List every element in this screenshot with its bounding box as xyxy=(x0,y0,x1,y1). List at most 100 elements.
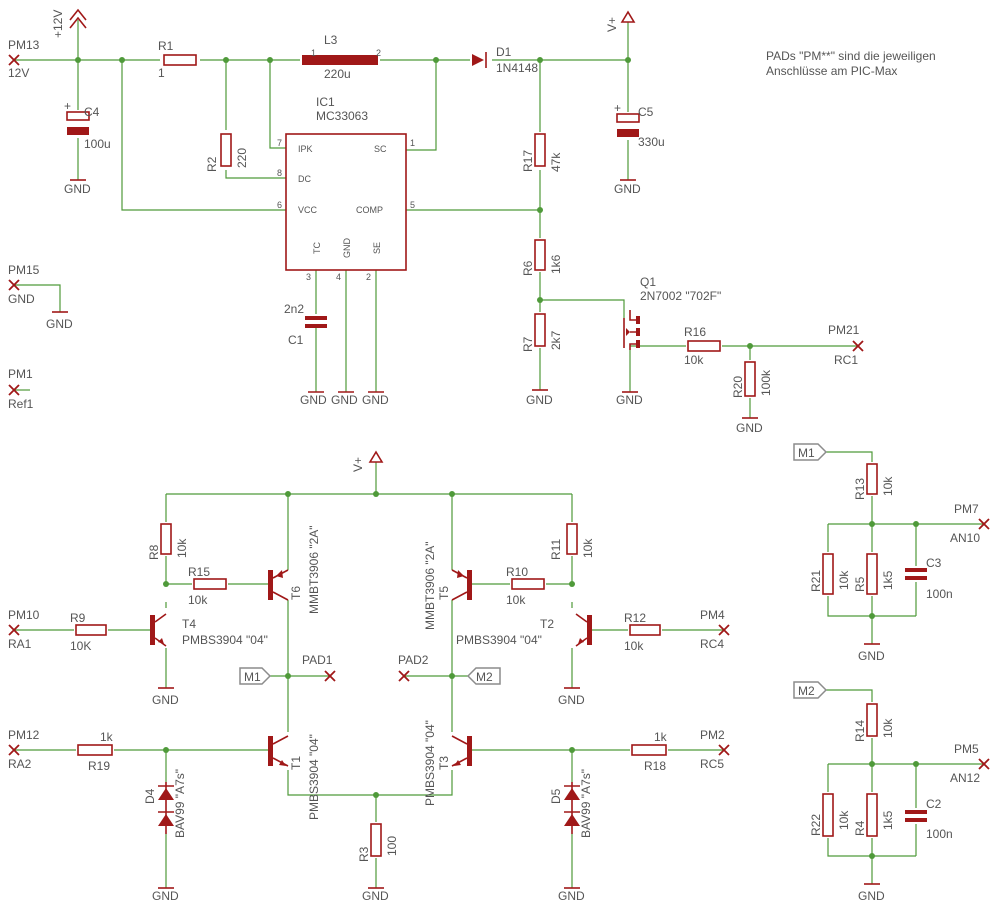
svg-text:R22: R22 xyxy=(809,814,823,836)
diode-d4: D4 BAV99 "A7s" xyxy=(143,769,187,838)
pad-pm4[interactable]: PM4 RC4 xyxy=(700,608,730,651)
svg-text:10k: 10k xyxy=(581,538,595,558)
svg-text:PM21: PM21 xyxy=(828,323,860,337)
svg-text:GND: GND xyxy=(64,182,91,196)
svg-text:R3: R3 xyxy=(357,846,371,862)
svg-text:GND: GND xyxy=(46,317,73,331)
pad-pm1[interactable]: PM1 Ref1 xyxy=(8,367,34,411)
resistor-r22: R22 10k xyxy=(809,793,851,837)
svg-text:GND: GND xyxy=(362,889,389,903)
svg-text:1: 1 xyxy=(410,138,415,148)
svg-text:M1: M1 xyxy=(244,670,261,684)
pad-pm2[interactable]: PM2 RC5 xyxy=(700,728,730,771)
svg-text:10k: 10k xyxy=(175,538,189,558)
svg-text:GND: GND xyxy=(342,238,352,259)
svg-text:PM4: PM4 xyxy=(700,608,725,622)
pad-pm12[interactable]: PM12 RA2 xyxy=(8,728,40,771)
svg-text:GND: GND xyxy=(616,393,643,407)
svg-text:MMBT3906 "2A": MMBT3906 "2A" xyxy=(307,525,321,614)
svg-text:2n2: 2n2 xyxy=(284,302,304,316)
pad-pm7[interactable]: PM7 AN10 xyxy=(950,502,990,545)
svg-text:PMBS3904 "04": PMBS3904 "04" xyxy=(307,734,321,820)
resistor-r11: R11 10k xyxy=(549,523,595,560)
svg-text:T6: T6 xyxy=(289,586,303,600)
transistor-t4: T4 PMBS3904 "04" xyxy=(150,613,268,647)
svg-text:GND: GND xyxy=(858,649,885,663)
ground-symbols: GND GND GND GND GND GND GND GND GND GND … xyxy=(46,179,885,903)
svg-text:BAV99 "A7s": BAV99 "A7s" xyxy=(579,769,593,838)
resistor-r12: R12 10k xyxy=(624,611,661,653)
pad-pad1[interactable]: PAD1 xyxy=(302,653,336,682)
svg-text:R17: R17 xyxy=(521,150,535,172)
svg-text:R12: R12 xyxy=(624,611,646,625)
svg-text:V+: V+ xyxy=(351,457,365,472)
svg-text:R8: R8 xyxy=(147,544,161,560)
svg-text:5: 5 xyxy=(410,200,415,210)
svg-text:100: 100 xyxy=(385,836,399,856)
pad-pm15[interactable]: PM15 GND xyxy=(8,263,40,306)
svg-text:AN12: AN12 xyxy=(950,771,980,785)
svg-text:100k: 100k xyxy=(759,369,773,396)
svg-text:D4: D4 xyxy=(143,788,157,804)
svg-text:GND: GND xyxy=(300,393,327,407)
svg-text:10k: 10k xyxy=(837,570,851,590)
pad-pm13[interactable]: PM13 12V xyxy=(8,38,40,80)
net-label-m1-bridge: M1 xyxy=(239,667,272,685)
svg-text:1k5: 1k5 xyxy=(881,570,895,590)
svg-text:4: 4 xyxy=(336,272,341,282)
svg-text:D5: D5 xyxy=(549,788,563,804)
pad-pm21[interactable]: PM21 RC1 xyxy=(828,323,864,367)
svg-text:100n: 100n xyxy=(926,827,953,841)
resistor-r19: 1k R19 xyxy=(77,730,114,773)
svg-text:GND: GND xyxy=(858,889,885,903)
transistor-t3: T3 PMBS3904 "04" xyxy=(423,720,472,806)
resistor-r9: R9 10K xyxy=(70,611,107,653)
svg-text:RC1: RC1 xyxy=(834,353,858,367)
svg-text:PM12: PM12 xyxy=(8,728,40,742)
svg-text:10k: 10k xyxy=(188,593,208,607)
svg-text:220: 220 xyxy=(235,148,249,168)
svg-text:PAD2: PAD2 xyxy=(398,653,429,667)
svg-text:PADs "PM**" sind die jeweilige: PADs "PM**" sind die jeweiligen xyxy=(766,49,936,63)
supply-vplus-top-symbol: V+ xyxy=(605,10,636,32)
resistor-r13: R13 10k xyxy=(853,463,895,500)
svg-text:TC: TC xyxy=(312,242,322,254)
svg-text:R18: R18 xyxy=(644,759,666,773)
svg-text:1k: 1k xyxy=(100,730,114,744)
resistor-r18: 1k R18 xyxy=(631,730,668,773)
transistor-t1: T1 PMBS3904 "04" xyxy=(268,734,321,820)
svg-text:VCC: VCC xyxy=(298,205,318,215)
svg-text:1: 1 xyxy=(311,48,316,58)
svg-text:10k: 10k xyxy=(881,476,895,496)
svg-text:1: 1 xyxy=(158,66,165,80)
capacitor-c2: C2 100n xyxy=(905,797,953,841)
svg-text:C1: C1 xyxy=(288,333,304,347)
capacitor-c4: + C4 100u xyxy=(64,99,111,151)
svg-text:COMP: COMP xyxy=(356,205,383,215)
svg-text:PM5: PM5 xyxy=(954,742,979,756)
svg-text:8: 8 xyxy=(277,168,282,178)
svg-text:GND: GND xyxy=(614,182,641,196)
svg-text:C3: C3 xyxy=(926,556,942,570)
svg-text:+: + xyxy=(614,101,621,115)
supply-12v-symbol: +12V xyxy=(51,8,87,38)
pad-pm10[interactable]: PM10 RA1 xyxy=(8,608,40,651)
note-text: PADs "PM**" sind die jeweiligen Anschlüs… xyxy=(766,49,936,78)
pad-pm5[interactable]: PM5 AN12 xyxy=(950,742,990,785)
resistor-r21: R21 10k xyxy=(809,553,851,595)
svg-text:T4: T4 xyxy=(182,617,196,631)
svg-text:GND: GND xyxy=(152,889,179,903)
svg-text:2: 2 xyxy=(366,272,371,282)
svg-text:PM2: PM2 xyxy=(700,728,725,742)
svg-text:RC5: RC5 xyxy=(700,757,724,771)
svg-text:T2: T2 xyxy=(540,617,554,631)
svg-text:SE: SE xyxy=(372,242,382,254)
svg-text:C5: C5 xyxy=(638,105,654,119)
svg-text:PM13: PM13 xyxy=(8,38,40,52)
resistor-r1: R1 1 xyxy=(158,39,197,80)
svg-text:Anschlüsse am PIC-Max: Anschlüsse am PIC-Max xyxy=(766,64,897,78)
pad-pad2[interactable]: PAD2 xyxy=(398,653,429,682)
inductor-l3: 1 2 L3 220u xyxy=(302,33,381,81)
svg-text:GND: GND xyxy=(152,693,179,707)
